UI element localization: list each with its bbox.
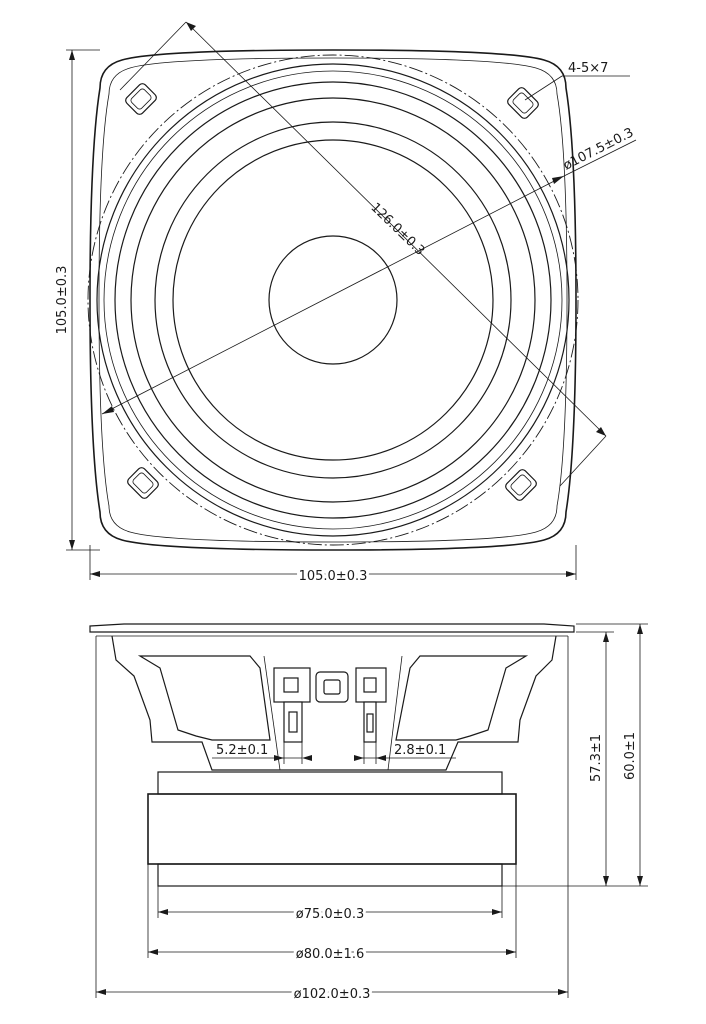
total-depth-label: 60.0±1 [623,732,638,780]
height-label: 105.0±0.3 [55,266,70,335]
terminal-right [355,667,387,743]
width-label: 105.0±0.3 [299,569,368,584]
rim-ring-2 [103,70,563,530]
rim-ring-1 [96,63,570,537]
mount-hole-tr [507,87,539,119]
terminal-center-rivet [315,671,349,703]
top-view: 126.0±0.3 ø107.5±0.3 4-5×7 105.0±0.3 [55,21,637,587]
flange [89,623,575,633]
magnet-diameter-dimension [157,886,503,918]
side-view: 5.2±0.1 2.8±0.1 ø75.0±0.3 [89,623,648,1005]
plate-diameter-label: ø80.0±1.6 [296,947,364,962]
mount-hole-br [505,469,537,501]
back-plate [157,863,503,887]
terminal-wide-dimension [212,742,312,764]
mount-depth-dimension [502,631,614,887]
cone-inner [172,139,494,461]
top-plate [157,771,503,795]
surround-outer [114,81,552,519]
baffle-diameter-dimension [101,139,637,415]
surround-inner [130,97,536,503]
basket-window-left [137,655,271,741]
cone-edge [154,121,512,479]
dust-cap [268,235,398,365]
mount-hole-tl [125,83,157,115]
total-depth-dimension [576,623,648,887]
plate-diameter-dimension [147,864,517,958]
mount-holes-label: 4-5×7 [568,61,608,76]
height-dimension [66,49,100,551]
width-dimension [89,545,577,580]
mount-hole-leader [524,75,630,101]
basket-outer [111,635,557,771]
hole-diagonal-dimension [119,21,607,487]
terminal-wide-label: 5.2±0.1 [216,743,268,758]
frame-diameter-label: ø102.0±0.3 [294,987,371,1002]
terminal-narrow-dimension [354,742,456,764]
terminal-narrow-label: 2.8±0.1 [394,743,446,758]
magnet-diameter-label: ø75.0±0.3 [296,907,364,922]
magnet [147,793,517,865]
baffle-circle [87,54,579,546]
frame-outline [89,49,577,551]
frame-inner-outline [98,57,568,543]
mount-hole-bl [127,467,159,499]
basket-window-right [395,655,529,741]
frame-diameter-dimension [95,636,569,998]
hole-diagonal-label: 126.0±0.3 [367,200,427,259]
terminal-left [273,667,311,743]
mount-depth-label: 57.3±1 [589,734,604,782]
